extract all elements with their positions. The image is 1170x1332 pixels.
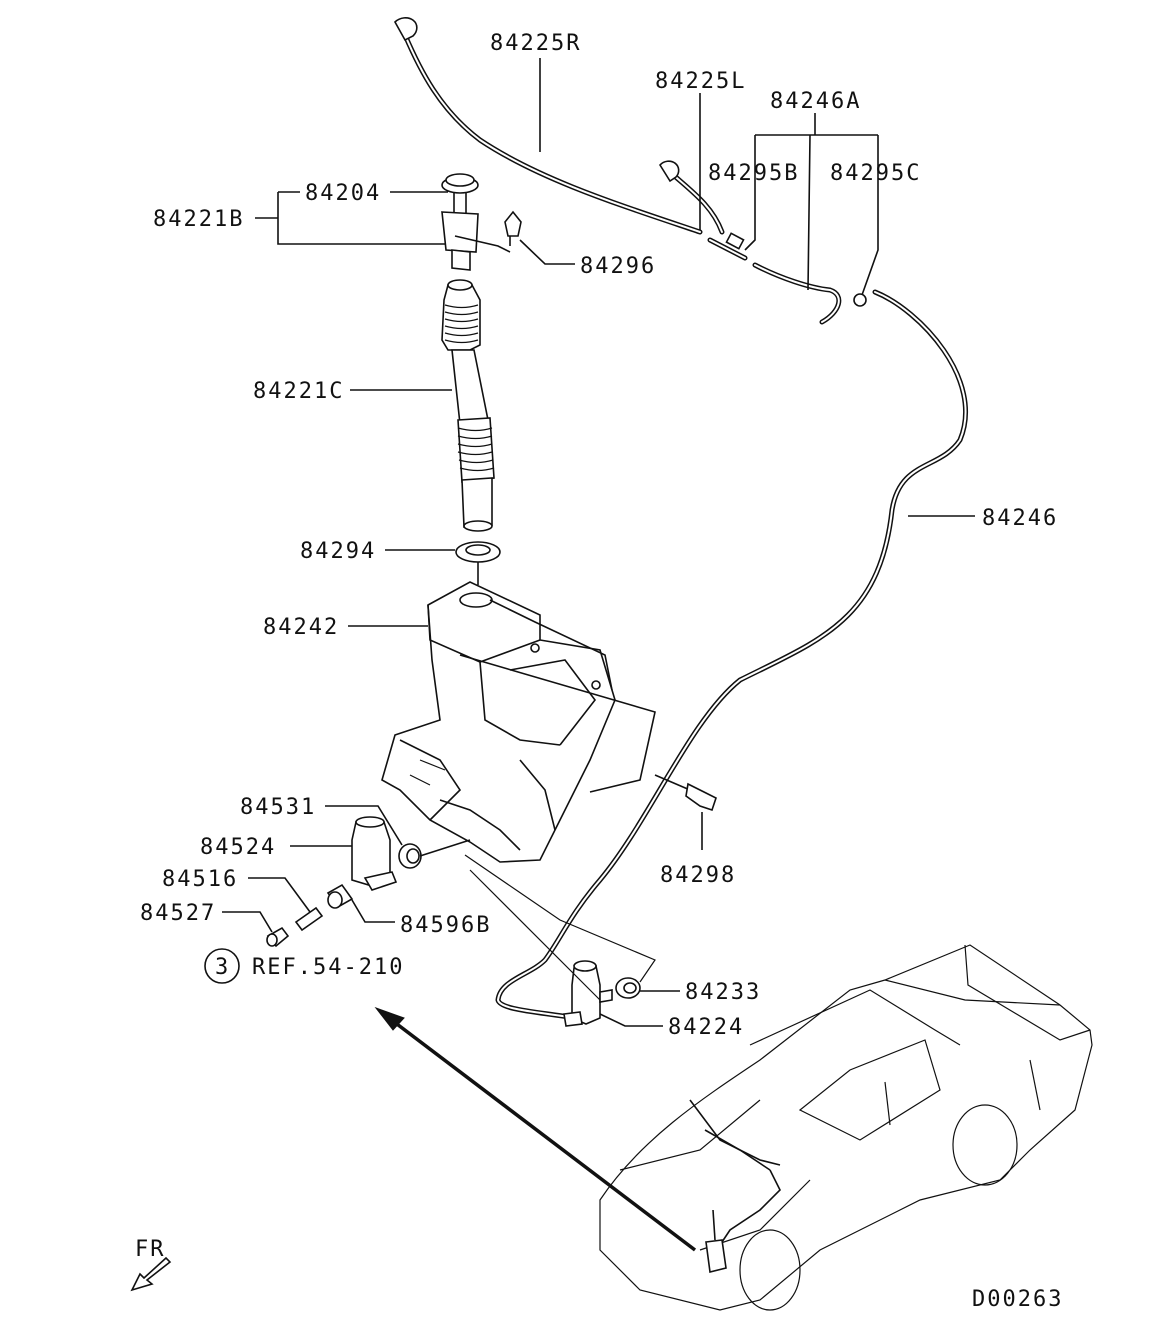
grommet-84294: [455, 541, 501, 585]
fr-arrow-icon: [130, 1256, 172, 1292]
label-84204: 84204: [305, 181, 381, 206]
pump-84224: [563, 960, 613, 1027]
filler-cap-84204: [441, 173, 511, 271]
joint-84295C: [853, 293, 867, 307]
reference-circle: [204, 948, 240, 984]
fr-label: FR: [135, 1237, 166, 1262]
label-84524: 84524: [200, 835, 276, 860]
front-orientation-indicator: FR: [130, 1237, 172, 1292]
assembly-guide-line: [464, 854, 656, 1001]
reference-circle-text: 3: [215, 955, 230, 980]
reference-callout[interactable]: 3 REF.54-210: [204, 948, 404, 984]
label-84221C: 84221C: [253, 379, 344, 404]
label-84516: 84516: [162, 867, 238, 892]
reference-text: REF.54-210: [252, 955, 404, 980]
location-arrow: [374, 1006, 697, 1252]
label-84246A: 84246A: [770, 89, 861, 114]
label-84296: 84296: [580, 254, 656, 279]
label-84295B: 84295B: [708, 161, 799, 186]
label-84295C: 84295C: [830, 161, 921, 186]
label-84527: 84527: [140, 901, 216, 926]
label-84224: 84224: [668, 1015, 744, 1040]
hose-84246: [495, 289, 968, 1021]
label-84298: 84298: [660, 863, 736, 888]
label-84596B: 84596B: [400, 913, 491, 938]
hose-84246A: [707, 232, 867, 325]
grommet-84531: [398, 839, 471, 869]
label-84225L: 84225L: [655, 69, 746, 94]
grommet-84233: [615, 977, 641, 999]
pump-84524: [351, 816, 398, 891]
label-84294: 84294: [300, 539, 376, 564]
label-84246: 84246: [982, 506, 1058, 531]
label-84225R: 84225R: [490, 31, 581, 56]
filler-hose-84221C: [441, 279, 495, 532]
diagram-code: D00263: [972, 1287, 1063, 1312]
joint-84596B: [326, 883, 354, 909]
joint-84295B: [725, 232, 745, 250]
clip-84296: [504, 210, 522, 246]
nozzle-84527: [266, 926, 290, 948]
hose-84225R: [393, 17, 703, 235]
label-84531: 84531: [240, 795, 316, 820]
washer-tank-84242: [381, 581, 656, 863]
label-84233: 84233: [685, 980, 761, 1005]
leader-lines: [222, 58, 975, 1027]
label-84221B: 84221B: [153, 207, 244, 232]
label-84242: 84242: [263, 615, 339, 640]
vehicle-outline: [599, 944, 1093, 1311]
screw-84298: [654, 774, 717, 850]
hose-84516: [294, 906, 324, 932]
